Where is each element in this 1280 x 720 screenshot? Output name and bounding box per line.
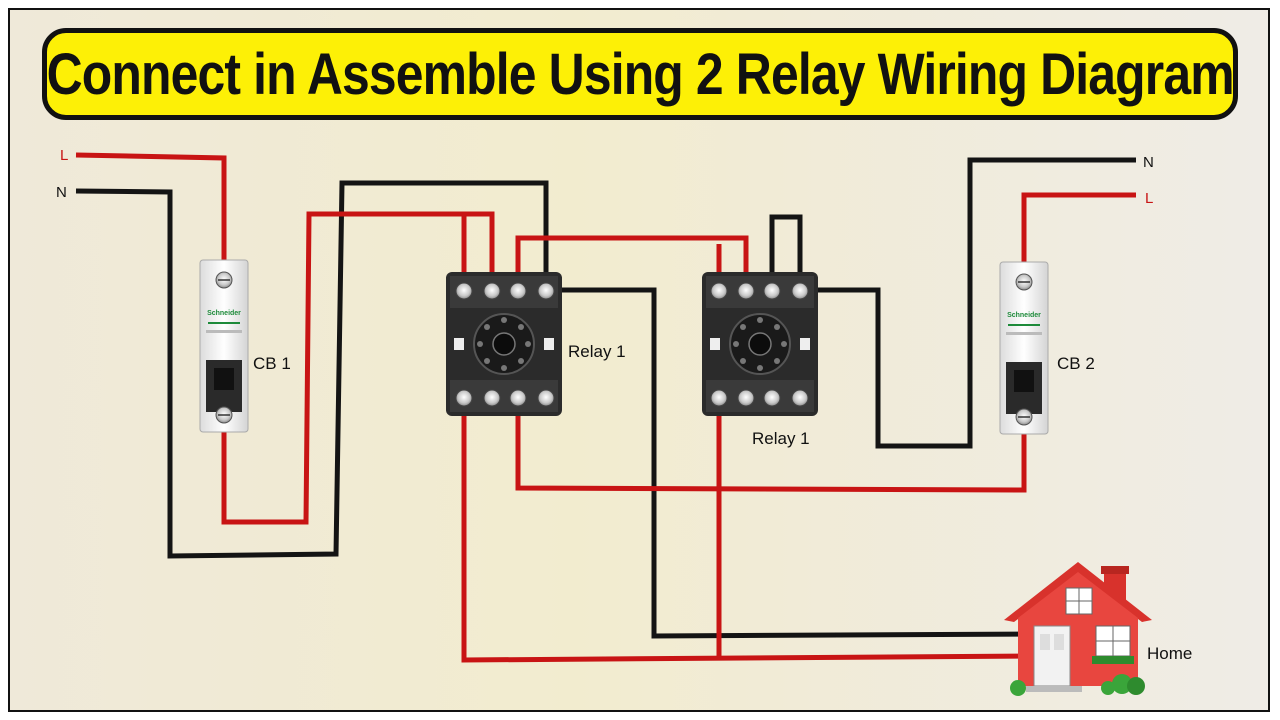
label-relay-2: Relay 1	[752, 429, 810, 448]
page-title: Connect in Assemble Using 2 Relay Wiring…	[46, 41, 1234, 107]
wire-home-neutral	[546, 287, 1031, 639]
wire-cb2-out-live	[515, 400, 1027, 493]
label-cb1: CB 1	[253, 354, 291, 373]
breaker-brand-2: Schneider	[1007, 312, 1041, 319]
wire-cb1-out-live	[221, 211, 495, 525]
wire-left-neutral	[75, 180, 549, 559]
label-left-neutral: N	[56, 184, 67, 201]
breaker-brand: Schneider	[207, 310, 241, 317]
label-home: Home	[1147, 644, 1192, 663]
circuit-breaker-cb2: Schneider	[999, 261, 1049, 435]
house-icon	[1004, 562, 1152, 696]
circuit-breaker-cb1: Schneider	[199, 259, 249, 433]
wire-relay2-loop	[769, 214, 803, 290]
relay-socket-2	[702, 272, 818, 416]
label-cb2: CB 2	[1057, 354, 1095, 373]
label-relay-1: Relay 1	[568, 342, 626, 361]
wire-left-live-supply	[75, 152, 227, 268]
wire-relay-link	[515, 235, 749, 290]
label-right-live: L	[1145, 190, 1153, 207]
wire-home-live	[461, 400, 1031, 663]
wire-right-live-supply	[1021, 192, 1136, 272]
wire-right-neutral	[800, 157, 1136, 449]
title-banner: Connect in Assemble Using 2 Relay Wiring…	[42, 28, 1238, 120]
label-right-neutral: N	[1143, 154, 1154, 171]
relay-socket-1	[446, 272, 562, 416]
label-left-live: L	[60, 147, 68, 164]
